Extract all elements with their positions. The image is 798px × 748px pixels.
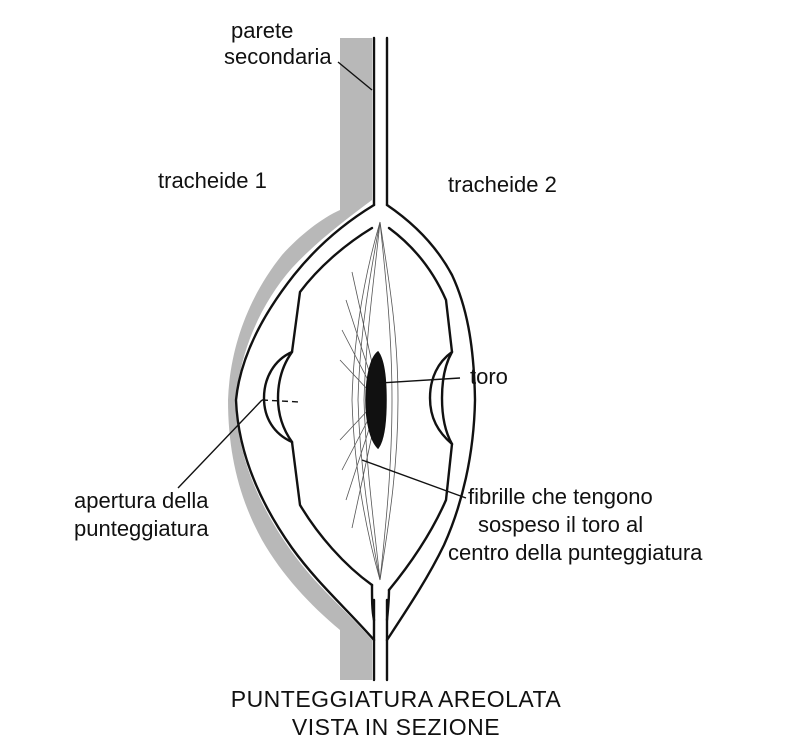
leader-apertura-dash xyxy=(262,400,300,402)
label-parete-secondaria-2: secondaria xyxy=(224,44,332,69)
torus xyxy=(366,352,386,448)
aperture-rim-right xyxy=(442,352,452,444)
aperture-rim-left xyxy=(278,352,292,442)
label-tracheide-2: tracheide 2 xyxy=(448,172,557,197)
label-fibrille-1: fibrille che tengono xyxy=(468,484,653,509)
label-apertura-1: apertura della xyxy=(74,488,209,513)
caption-line-2: VISTA IN SEZIONE xyxy=(292,714,500,740)
secondary-wall-tracheid-1 xyxy=(228,38,372,680)
label-fibrille-3: centro della punteggiatura xyxy=(448,540,703,565)
lower-wall-right xyxy=(387,590,389,620)
label-fibrille-2: sospeso il toro al xyxy=(478,512,643,537)
label-apertura-2: punteggiatura xyxy=(74,516,209,541)
label-tracheide-1: tracheide 1 xyxy=(158,168,267,193)
label-toro: toro xyxy=(470,364,508,389)
label-parete-secondaria-1: parete xyxy=(231,18,293,43)
caption-line-1: PUNTEGGIATURA AREOLATA xyxy=(231,686,562,712)
